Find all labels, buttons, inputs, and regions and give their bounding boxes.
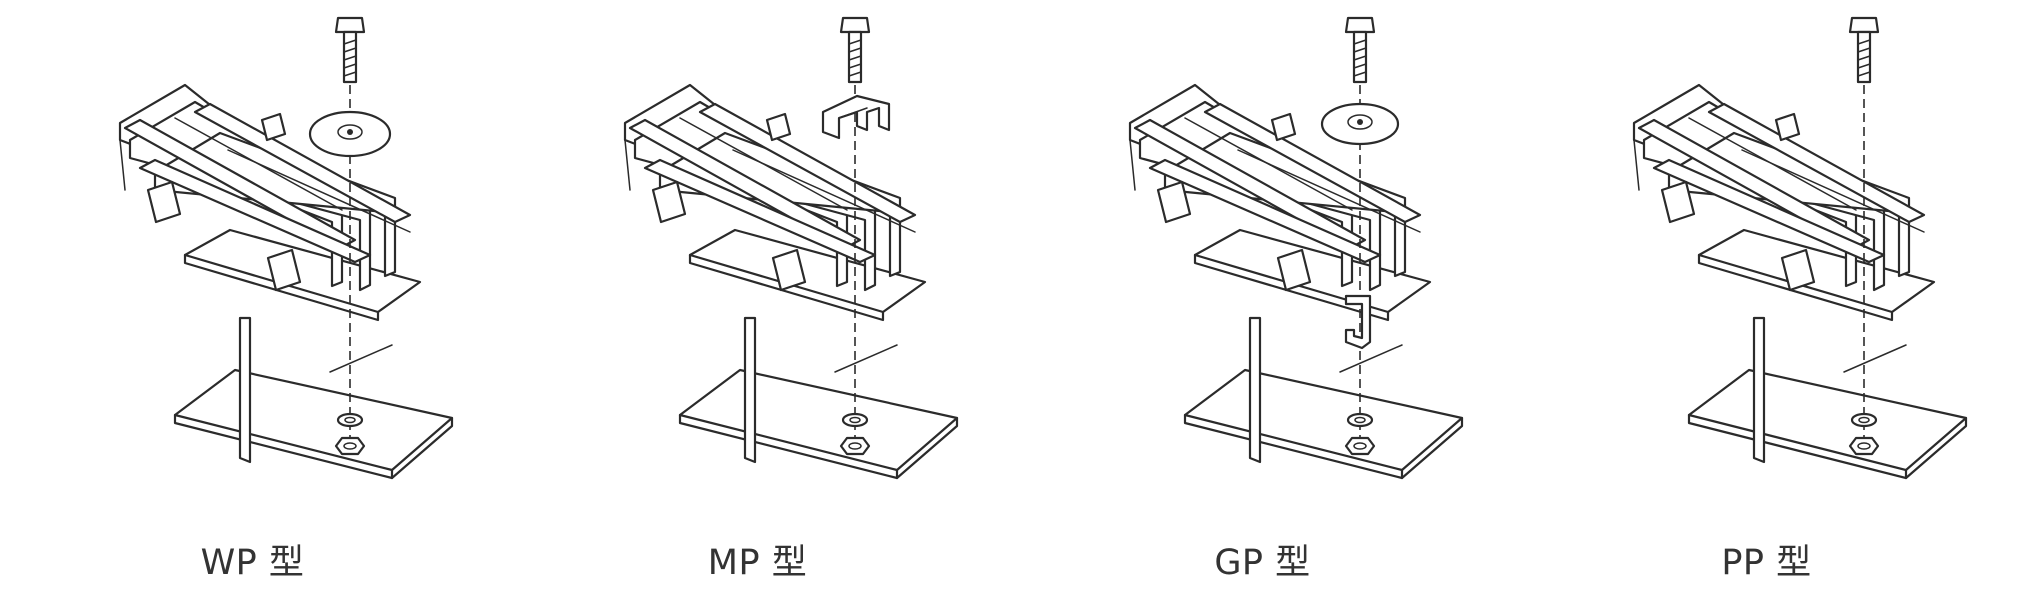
bolt-icon [1344, 16, 1376, 84]
panel-pp: PP 型 [1514, 0, 2019, 607]
panel-caption: WP 型 [200, 543, 305, 583]
pp-clip-drawing [1632, 16, 1968, 480]
m-clip-icon [821, 94, 891, 140]
panel-gp: GP 型 [1010, 0, 1515, 607]
g-hook-clip-icon [1344, 294, 1372, 350]
panel-caption: GP 型 [1214, 543, 1311, 583]
round-washer-clip-icon [1320, 102, 1400, 146]
panel-caption: PP 型 [1721, 543, 1812, 583]
round-washer-clip-icon [308, 110, 392, 158]
gp-clip-drawing [1128, 16, 1464, 480]
panel-wp: WP 型 [0, 0, 505, 607]
wp-clip-drawing [118, 16, 454, 480]
mp-clip-drawing [623, 16, 959, 480]
bolt-icon [839, 16, 871, 84]
panel-caption: MP 型 [707, 543, 808, 583]
bolt-icon [334, 16, 366, 84]
bolt-icon [1848, 16, 1880, 84]
panel-mp: MP 型 [505, 0, 1010, 607]
